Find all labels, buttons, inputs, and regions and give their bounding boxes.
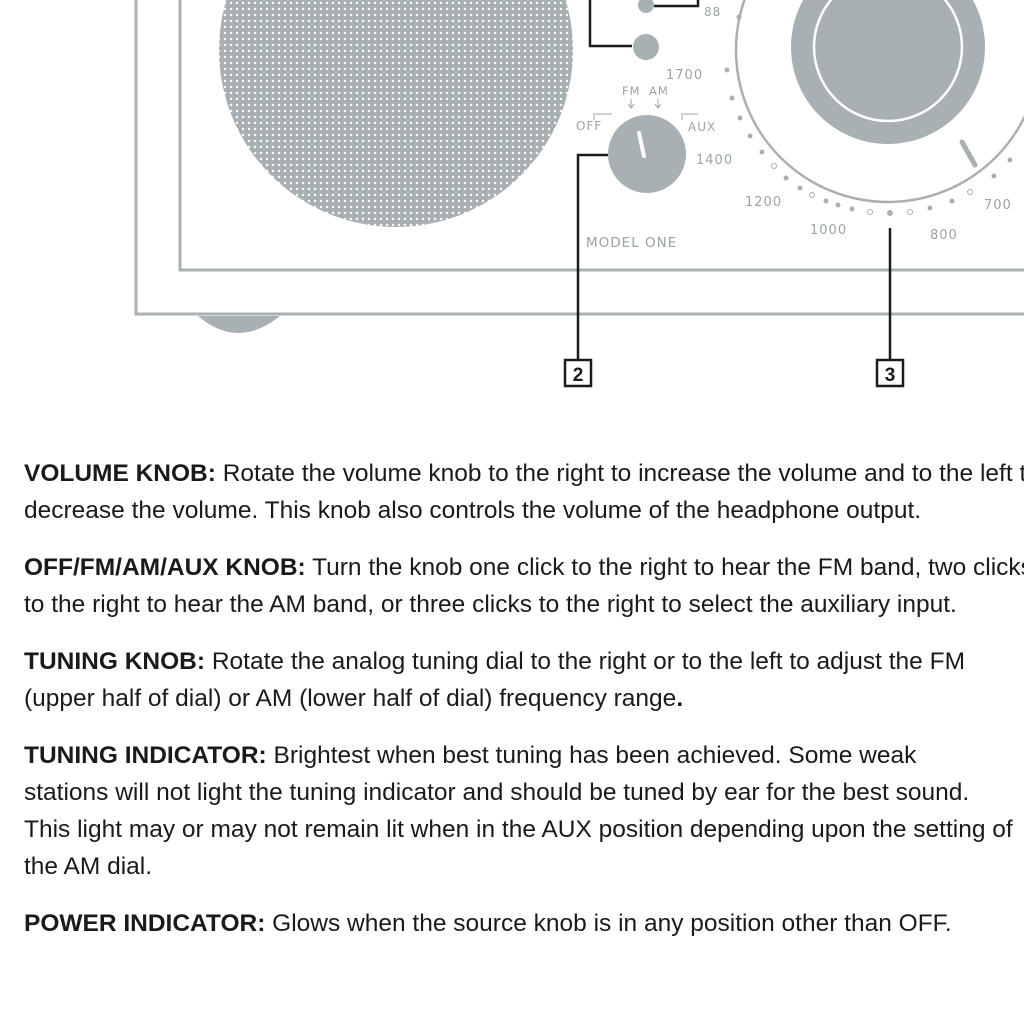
power-indicator-light [638,0,654,13]
volume-knob-text-2: decrease the volume. This knob also cont… [24,497,922,524]
am-1200-label: 1200 [745,195,782,210]
tuning-indicator-description: TUNING INDICATOR: Brightest when best tu… [24,737,1024,885]
power-indicator-description: POWER INDICATOR: Glows when the source k… [24,905,1024,942]
radio-diagram: 88 FM AM OFF AUX 1700 1400 1200 1000 800… [134,0,1024,388]
tuning-dial-ring [734,0,1024,204]
tuning-indicator-text-4: the AM dial. [24,853,153,880]
fm-88-label: 88 [704,5,721,19]
volume-knob-text-1: Rotate the volume knob to the right to i… [215,460,1024,487]
source-knob-term: OFF/FM/AM/AUX KNOB: [24,554,306,581]
cabinet-outer-outline [134,0,1024,316]
tuning-knob-text-1: Rotate the analog tuning dial to the rig… [205,648,965,675]
tuning-knob-inner-ring [812,0,964,123]
tuning-indicator-term: TUNING INDICATOR: [24,742,267,769]
source-label-aux: AUX [688,120,716,134]
tuning-knob-line-1: TUNING KNOB: Rotate the analog tuning di… [24,643,1024,680]
power-indicator-text-1: Glows when the source knob is in any pos… [265,910,952,937]
am-1400-label: 1400 [696,153,733,168]
am-arrow [654,99,662,109]
callout-2: 2 [563,358,593,388]
tuning-indicator-line-1: TUNING INDICATOR: Brightest when best tu… [24,737,1024,774]
tuning-indicator-text-2: stations will not light the tuning indic… [24,779,970,806]
tuning-knob-description: TUNING KNOB: Rotate the analog tuning di… [24,643,1024,717]
callout-3: 3 [875,358,905,388]
cabinet-front-panel-outline [178,0,1024,272]
tuning-indicator-leader-line [588,0,632,48]
tuning-knob-text-2: (upper half of dial) or AM (lower half o… [24,685,677,712]
model-name-label: MODEL ONE [586,235,677,251]
speaker-grille [219,0,573,227]
tuning-scale-dots [724,14,1013,216]
cabinet-foot [198,316,280,333]
tuning-knob [791,0,985,144]
power-indicator-term: POWER INDICATOR: [24,910,266,937]
fm-arrow [627,99,635,109]
tuning-knob-term: TUNING KNOB: [24,648,206,675]
tuning-knob-pointer [959,139,978,168]
source-label-am: AM [649,84,669,98]
source-knob-pointer [637,131,646,158]
volume-knob-term: VOLUME KNOB: [24,460,216,487]
source-knob-line-1: OFF/FM/AM/AUX KNOB: Turn the knob one cl… [24,549,1024,586]
am-1000-label: 1000 [810,223,847,238]
callout-3-number: 3 [885,365,896,386]
callout-2-number: 2 [573,365,584,386]
source-label-off: OFF [576,119,602,133]
source-knob-description: OFF/FM/AM/AUX KNOB: Turn the knob one cl… [24,549,1024,623]
off-bracket [593,113,612,120]
aux-bracket [681,113,698,120]
tuning-knob-period: . [676,685,684,712]
tuning-indicator-text-1: Brightest when best tuning has been achi… [266,742,917,769]
source-knob-text-1: Turn the knob one click to the right to … [305,554,1024,581]
source-label-fm: FM [622,84,641,98]
volume-knob-description: VOLUME KNOB: Rotate the volume knob to t… [24,455,1024,529]
power-indicator-leader-line [654,0,700,8]
power-indicator-line-1: POWER INDICATOR: Glows when the source k… [24,905,1024,942]
source-knob [608,115,686,193]
source-knob-text-2: to the right to hear the AM band, or thr… [24,591,957,618]
volume-knob-line-1: VOLUME KNOB: Rotate the volume knob to t… [24,455,1024,492]
tuning-indicator-light [633,34,659,60]
tuning-knob-line-2: (upper half of dial) or AM (lower half o… [24,680,1024,717]
tuning-indicator-text-3: This light may or may not remain lit whe… [24,816,1013,843]
am-700-label: 700 [984,198,1012,213]
am-800-label: 800 [930,228,958,243]
control-descriptions: VOLUME KNOB: Rotate the volume knob to t… [24,455,1024,962]
am-1700-label: 1700 [666,68,703,83]
source-knob-leader-line [576,153,608,360]
